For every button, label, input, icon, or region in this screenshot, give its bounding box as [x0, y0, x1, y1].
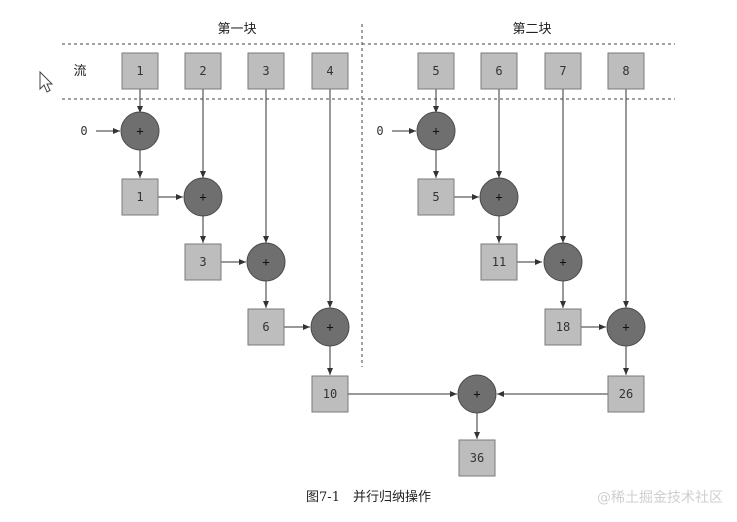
svg-text:6: 6: [262, 320, 269, 334]
svg-text:26: 26: [619, 387, 633, 401]
plus-node: +: [606, 307, 646, 347]
plus-node: +: [310, 307, 350, 347]
svg-text:5: 5: [432, 64, 439, 78]
svg-text:1: 1: [136, 190, 143, 204]
svg-text:+: +: [136, 124, 143, 138]
partial-result: 5: [417, 178, 455, 216]
stream-label: 流: [73, 64, 86, 79]
svg-text:+: +: [199, 190, 206, 204]
svg-text:10: 10: [323, 387, 337, 401]
section-title-first: 第一块: [217, 22, 256, 37]
svg-text:1: 1: [136, 64, 143, 78]
svg-text:+: +: [326, 320, 333, 334]
svg-text:4: 4: [326, 64, 333, 78]
merge-plus-node: +: [457, 374, 497, 414]
svg-text:6: 6: [495, 64, 502, 78]
svg-text:+: +: [495, 190, 502, 204]
final-result: 36: [458, 439, 496, 477]
section-title-second: 第二块: [512, 22, 551, 37]
plus-node: +: [246, 242, 286, 282]
svg-text:+: +: [622, 320, 629, 334]
svg-text:5: 5: [432, 190, 439, 204]
initial-value-second: 0: [376, 124, 383, 138]
initial-value-first: 0: [80, 124, 87, 138]
partial-result: 10: [311, 375, 349, 413]
connectors: [96, 89, 629, 439]
partial-result: 26: [607, 375, 645, 413]
plus-node: +: [416, 111, 456, 151]
partial-result: 6: [247, 308, 285, 346]
partial-result: 18: [544, 308, 582, 346]
plus-node: +: [543, 242, 583, 282]
partial-result: 11: [480, 243, 518, 281]
partial-result: 3: [184, 243, 222, 281]
plus-node: +: [479, 177, 519, 217]
stream-element: 3: [247, 52, 285, 90]
stream-element: 8: [607, 52, 645, 90]
svg-text:36: 36: [470, 451, 484, 465]
svg-text:8: 8: [622, 64, 629, 78]
plus-node: +: [120, 111, 160, 151]
svg-text:2: 2: [199, 64, 206, 78]
stream-element: 4: [311, 52, 349, 90]
stream-element: 7: [544, 52, 582, 90]
svg-text:+: +: [262, 255, 269, 269]
svg-text:7: 7: [559, 64, 566, 78]
cursor-icon: [39, 70, 54, 93]
plus-node: +: [183, 177, 223, 217]
svg-text:+: +: [559, 255, 566, 269]
stream-element: 5: [417, 52, 455, 90]
stream-element: 2: [184, 52, 222, 90]
svg-text:+: +: [432, 124, 439, 138]
stream-element: 6: [480, 52, 518, 90]
svg-text:3: 3: [262, 64, 269, 78]
svg-text:18: 18: [556, 320, 570, 334]
figure-caption: 图7-1 并行归纳操作: [306, 490, 431, 505]
stream-element: 1: [121, 52, 159, 90]
svg-text:3: 3: [199, 255, 206, 269]
svg-text:+: +: [473, 387, 480, 401]
watermark: @稀土掘金技术社区: [597, 490, 723, 506]
svg-text:11: 11: [492, 255, 506, 269]
partial-result: 1: [121, 178, 159, 216]
